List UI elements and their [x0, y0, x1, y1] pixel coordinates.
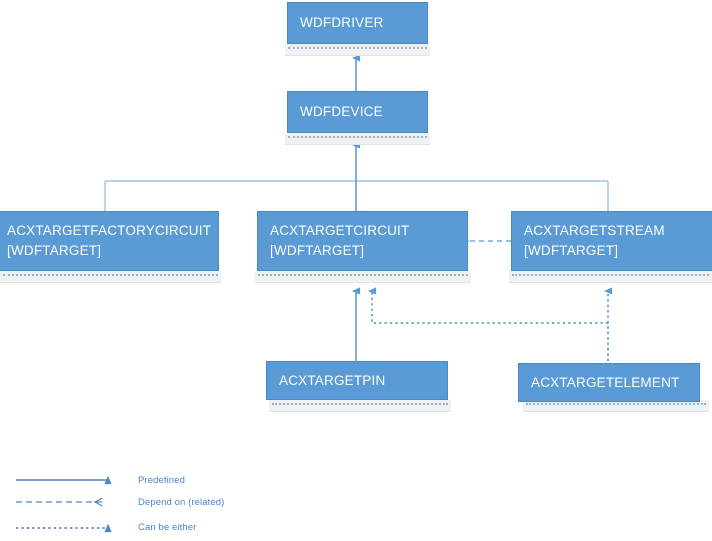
legend-line-dashed-icon [16, 497, 103, 507]
node-wdfdriver-line1: WDFDRIVER [300, 15, 384, 31]
node-shadow-acxtargetcircuit [255, 271, 471, 283]
legend-label-can-be-either: Can be either [138, 522, 197, 533]
node-acxtargetcircuit-line2: [WDFTARGET] [270, 243, 365, 258]
node-acxtargetelement[interactable]: ACXTARGETELEMENT [518, 363, 700, 402]
node-wdfdevice[interactable]: WDFDEVICE [287, 91, 428, 133]
node-acxtargetelement-line1: ACXTARGETELEMENT [531, 374, 680, 390]
legend-line-solid-icon [16, 475, 112, 485]
edge-acxtargetelement-to-acxtargetcircuit [367, 287, 609, 361]
node-shadow-acxtargetstream [509, 271, 712, 283]
node-shadow-wdfdriver [285, 44, 430, 56]
legend-item-depend-on: Depend on (related) [14, 495, 234, 509]
node-acxtargetstream[interactable]: ACXTARGETSTREAM [WDFTARGET] [511, 211, 712, 271]
node-acxtargetpin-line1: ACXTARGETPIN [279, 372, 386, 388]
node-acxtargetcircuit-line1: ACXTARGETCIRCUIT [270, 223, 410, 239]
legend-line-dotted-icon [16, 523, 112, 533]
node-acxtargetpin[interactable]: ACXTARGETPIN [266, 361, 448, 400]
node-acxtargetcircuit[interactable]: ACXTARGETCIRCUIT [WDFTARGET] [257, 211, 468, 271]
node-shadow-acxtargetfactorycircuit [0, 271, 221, 283]
legend-label-predefined: Predefined [138, 475, 185, 486]
legend-item-can-be-either: Can be either [14, 521, 234, 535]
edge-bus-targets-to-wdfdevice [104, 141, 609, 211]
node-wdfdevice-line1: WDFDEVICE [300, 104, 383, 120]
legend-label-depend-on: Depend on (related) [138, 497, 225, 508]
node-shadow-wdfdevice [285, 133, 430, 145]
node-acxtargetstream-line1: ACXTARGETSTREAM [524, 223, 665, 239]
node-wdfdriver[interactable]: WDFDRIVER [287, 2, 428, 44]
node-shadow-acxtargetelement [523, 400, 709, 412]
legend-item-predefined: Predefined [14, 473, 234, 487]
node-acxtargetstream-line2: [WDFTARGET] [524, 243, 619, 258]
node-acxtargetfactorycircuit-line1: ACXTARGETFACTORYCIRCUIT [7, 223, 212, 239]
node-acxtargetfactorycircuit-line2: [WDFTARGET] [7, 243, 102, 258]
node-shadow-acxtargetpin [269, 400, 451, 412]
node-acxtargetfactorycircuit[interactable]: ACXTARGETFACTORYCIRCUIT [WDFTARGET] [0, 211, 219, 271]
